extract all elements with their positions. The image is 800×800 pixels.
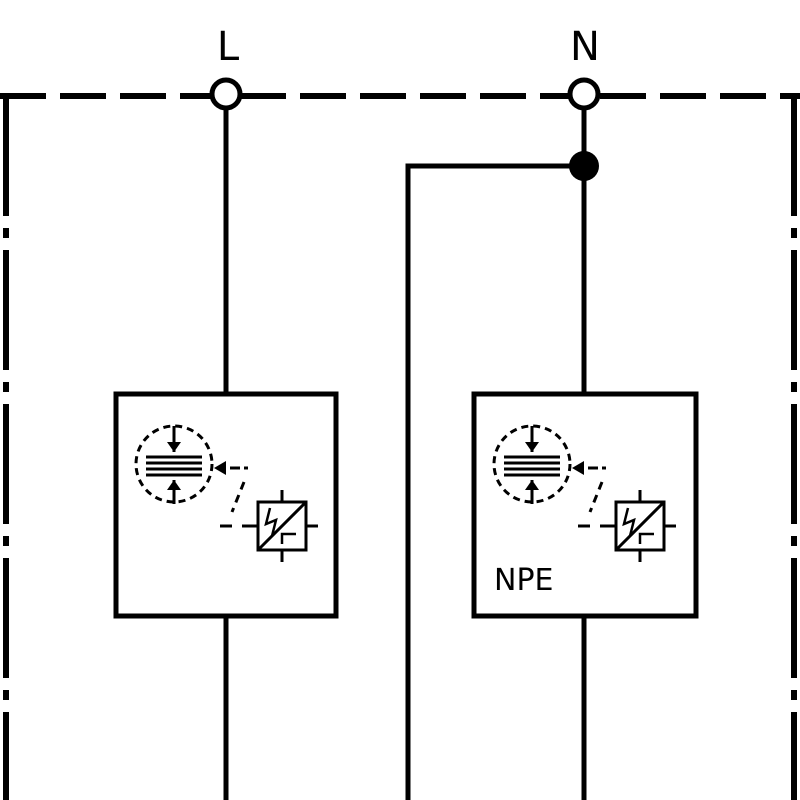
spd-module-left	[113, 391, 339, 619]
module-label-npe: NPE	[494, 563, 554, 598]
enclosure-boundary	[0, 93, 800, 800]
terminal-l	[209, 77, 243, 111]
junction-node	[569, 151, 599, 181]
spd-module-right: NPE	[471, 391, 699, 619]
terminal-n	[567, 77, 601, 111]
terminal-label-n: N	[570, 24, 600, 70]
terminal-label-l: L	[217, 24, 240, 70]
